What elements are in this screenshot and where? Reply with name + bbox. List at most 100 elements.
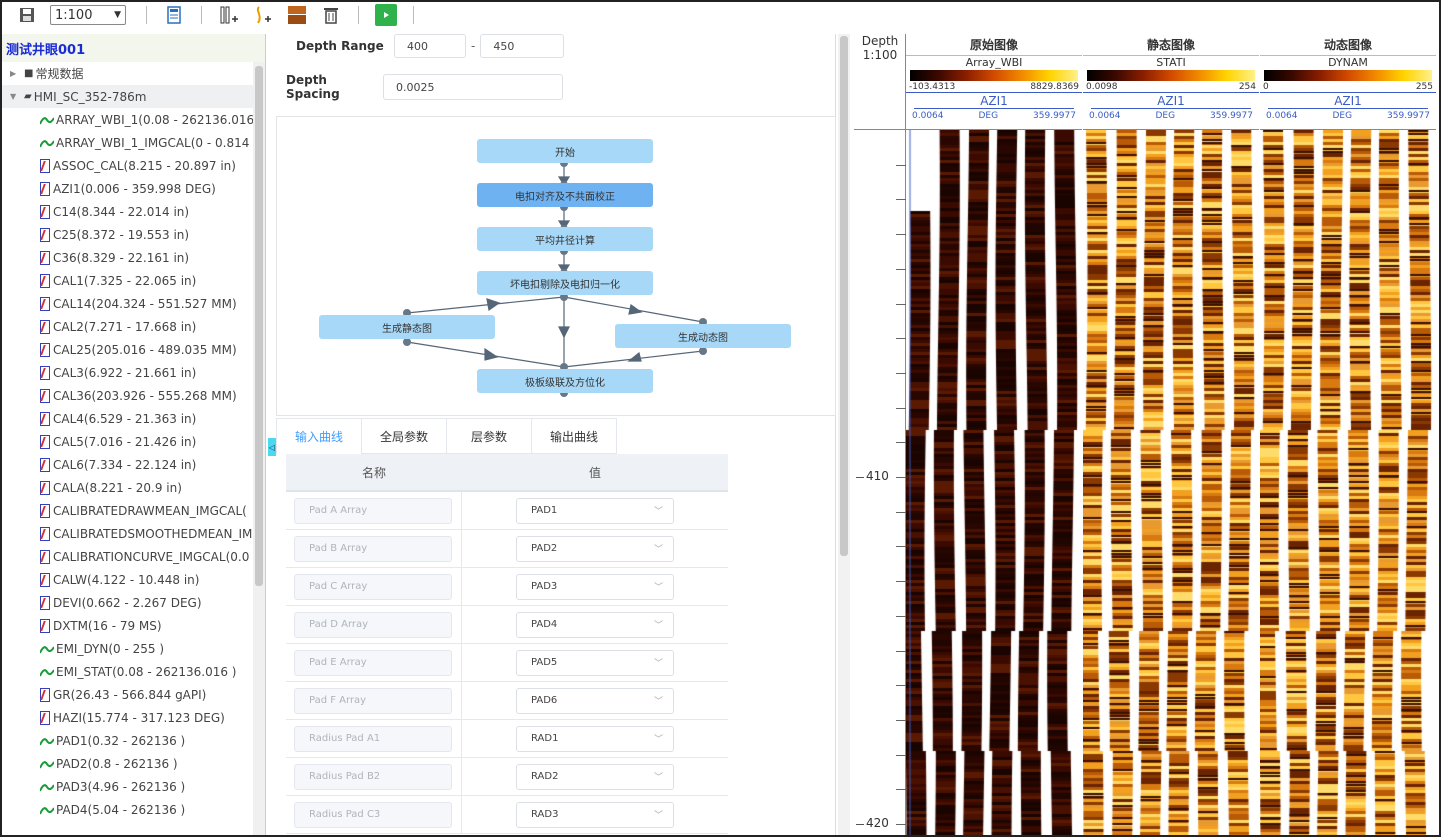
tab-input-curves[interactable]: 输入曲线 [276, 418, 362, 454]
flow-node-static[interactable]: 生成静态图 [319, 315, 495, 339]
tree-item[interactable]: PAD3(4.96 - 262136 ) [2, 775, 265, 798]
tab-layer-params[interactable]: 层参数 [446, 418, 532, 454]
log-curve-icon [40, 687, 50, 702]
col-value-header: 值 [588, 465, 601, 480]
log-curve-icon [40, 572, 50, 587]
tree-item[interactable]: PAD2(0.8 - 262136 ) [2, 752, 265, 775]
curve-select[interactable]: PAD4﹀ [516, 611, 674, 638]
curve-select[interactable]: RAD3﹀ [516, 801, 674, 828]
panel-scrollbar[interactable] [838, 34, 850, 835]
name-cell: Pad E Array [286, 644, 462, 681]
toolbar-separator [201, 6, 202, 24]
tree-item[interactable]: EMI_DYN(0 - 255 ) [2, 637, 265, 660]
value-cell: PAD2﹀ [462, 530, 728, 567]
flow-node-final[interactable]: 极板级联及方位化 [477, 369, 653, 393]
name-cell: Radius Pad A1 [286, 720, 462, 757]
add-curve-icon[interactable] [252, 4, 274, 26]
tree-item[interactable]: CAL14(204.324 - 551.527 MM) [2, 292, 265, 315]
tree-item[interactable]: C25(8.372 - 19.553 in) [2, 223, 265, 246]
azimuth-unit: DEG [1155, 111, 1176, 121]
curve-select[interactable]: PAD5﹀ [516, 649, 674, 676]
tree-item-label: C25(8.372 - 19.553 in) [53, 227, 190, 242]
depth-from-input[interactable]: 400 [394, 34, 466, 58]
flow-node-alignment[interactable]: 电扣对齐及不共面校正 [477, 183, 653, 207]
log-curve-icon [40, 158, 50, 173]
toolbar-separator [358, 6, 359, 24]
tree-item[interactable]: CAL25(205.016 - 489.035 MM) [2, 338, 265, 361]
depth-tick [896, 754, 906, 756]
azimuth-max: 359.9977 [1387, 111, 1430, 121]
tree-item[interactable]: C14(8.344 - 22.014 in) [2, 200, 265, 223]
caret-down-icon[interactable]: ▼ [10, 92, 17, 101]
tree-item[interactable]: CAL3(6.922 - 21.661 in) [2, 361, 265, 384]
add-track-icon[interactable] [218, 4, 240, 26]
tree-item[interactable]: DXTM(16 - 79 MS) [2, 614, 265, 637]
toolbar-separator [146, 6, 147, 24]
param-name-field: Radius Pad A1 [294, 725, 452, 752]
flow-node-caliper[interactable]: 平均井径计算 [477, 227, 653, 251]
depth-spacing-label: Depth Spacing [286, 73, 340, 101]
collapse-panel-icon[interactable]: ◁ [268, 438, 276, 456]
tree-item[interactable]: CAL4(6.529 - 21.363 in) [2, 407, 265, 430]
curve-select[interactable]: PAD3﹀ [516, 573, 674, 600]
tab-output-curves[interactable]: 输出曲线 [531, 418, 617, 454]
azimuth-max: 359.9977 [1210, 111, 1253, 121]
flow-node-start[interactable]: 开始 [477, 139, 653, 163]
tree-item[interactable]: HAZI(15.774 - 317.123 DEG) [2, 706, 265, 729]
name-cell: Pad B Array [286, 530, 462, 567]
depth-tick [896, 685, 906, 687]
scroll-thumb[interactable] [255, 66, 263, 586]
flow-node-normalize[interactable]: 坏电扣剔除及电扣归一化 [477, 271, 653, 295]
tree-scrollbar[interactable] [253, 62, 265, 835]
well-tree: 测试井眼001 ▶ ■ 常规数据 ▼ ▰ HMI_SC_352-786m ARR… [2, 34, 266, 835]
tree-item[interactable]: CALIBRATEDSMOOTHEDMEAN_IM [2, 522, 265, 545]
tree-item[interactable]: PAD4(5.04 - 262136 ) [2, 798, 265, 821]
tree-item[interactable]: PAD1(0.32 - 262136 ) [2, 729, 265, 752]
depth-tick [896, 615, 906, 617]
tree-item[interactable]: CAL5(7.016 - 21.426 in) [2, 430, 265, 453]
azimuth-curve-name: AZI1 [914, 93, 1074, 109]
save-icon[interactable] [16, 4, 38, 26]
flow-node-dynamic[interactable]: 生成动态图 [615, 324, 791, 348]
tree-item[interactable]: CAL2(7.271 - 17.668 in) [2, 315, 265, 338]
tree-item[interactable]: CALIBRATIONCURVE_IMGCAL(0.0 [2, 545, 265, 568]
tree-item[interactable]: ASSOC_CAL(8.215 - 20.897 in) [2, 154, 265, 177]
tree-item[interactable]: ARRAY_WBI_1_IMGCAL(0 - 0.814 ) [2, 131, 265, 154]
tree-item[interactable]: EMI_STAT(0.08 - 262136.016 ) [2, 660, 265, 683]
well-title[interactable]: 测试井眼001 [2, 34, 265, 62]
tab-global-params[interactable]: 全局参数 [361, 418, 447, 454]
depth-label: 410 [866, 469, 889, 483]
log-curve-icon [40, 595, 50, 610]
depth-spacing-input[interactable]: 0.0025 [383, 74, 563, 100]
curve-select[interactable]: RAD1﹀ [516, 725, 674, 752]
delete-icon[interactable] [320, 4, 342, 26]
tree-item[interactable]: CALA(8.221 - 20.9 in) [2, 476, 265, 499]
tree-item[interactable]: CAL36(203.926 - 555.268 MM) [2, 384, 265, 407]
tree-item[interactable]: CALW(4.122 - 10.448 in) [2, 568, 265, 591]
curve-select[interactable]: PAD2﹀ [516, 535, 674, 562]
fill-icon[interactable] [286, 4, 308, 26]
tree-item[interactable]: CAL1(7.325 - 22.065 in) [2, 269, 265, 292]
tree-group-hmi[interactable]: ▼ ▰ HMI_SC_352-786m [2, 85, 265, 108]
tree-item[interactable]: ARRAY_WBI_1(0.08 - 262136.016 ) [2, 108, 265, 131]
curve-select[interactable]: PAD1﹀ [516, 497, 674, 524]
scroll-thumb[interactable] [840, 36, 848, 556]
depth-to-input[interactable]: 450 [480, 34, 565, 58]
tree-item[interactable]: C36(8.329 - 22.161 in) [2, 246, 265, 269]
document-icon[interactable] [163, 4, 185, 26]
tree-item[interactable]: AZI1(0.006 - 359.998 DEG) [2, 177, 265, 200]
curve-select[interactable]: PAD6﹀ [516, 687, 674, 714]
tree-item-label: CALIBRATEDSMOOTHEDMEAN_IM [53, 526, 253, 541]
tree-group-conventional[interactable]: ▶ ■ 常规数据 [2, 62, 265, 85]
tree-item[interactable]: DEVI(0.662 - 2.267 DEG) [2, 591, 265, 614]
tree-item[interactable]: GR(26.43 - 566.844 gAPI) [2, 683, 265, 706]
run-icon[interactable] [375, 4, 397, 26]
scale-select[interactable]: 1:100 ▼ [50, 5, 126, 25]
curve-select[interactable]: RAD2﹀ [516, 763, 674, 790]
tree-item[interactable]: CALIBRATEDRAWMEAN_IMGCAL( [2, 499, 265, 522]
caret-right-icon[interactable]: ▶ [10, 69, 17, 78]
tree-item[interactable]: CAL6(7.334 - 22.124 in) [2, 453, 265, 476]
